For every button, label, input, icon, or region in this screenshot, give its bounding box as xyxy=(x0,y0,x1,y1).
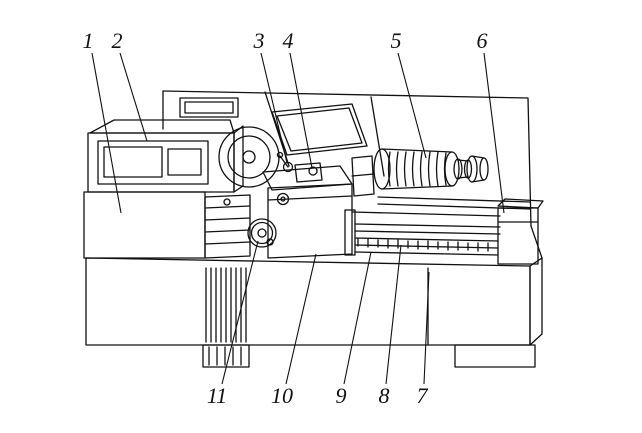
carriage-assembly xyxy=(262,151,353,259)
leader-1 xyxy=(91,52,122,214)
callout-10: 10 xyxy=(271,383,293,408)
leader-4 xyxy=(289,52,313,169)
leader-10 xyxy=(285,253,317,385)
callout-1: 1 xyxy=(82,28,94,53)
callout-3: 3 xyxy=(253,28,265,53)
feed-gearbox xyxy=(204,194,251,259)
lathe-machine-outline xyxy=(83,90,544,368)
leader-9 xyxy=(343,251,372,385)
bed-and-leadscrew xyxy=(344,196,531,256)
callout-5: 5 xyxy=(390,28,402,53)
base-and-cabinets xyxy=(83,191,543,368)
callout-2: 2 xyxy=(111,28,123,53)
leader-lines xyxy=(91,52,505,385)
headstock xyxy=(87,119,244,193)
callout-11: 11 xyxy=(206,383,228,408)
leader-7 xyxy=(423,271,430,385)
callout-4: 4 xyxy=(282,28,294,53)
chuck xyxy=(218,126,280,188)
leader-11 xyxy=(221,240,259,385)
callout-6: 6 xyxy=(476,28,488,53)
workpiece-and-center xyxy=(373,148,489,190)
leader-8 xyxy=(385,244,402,385)
leader-5 xyxy=(397,52,427,159)
apron-handwheel xyxy=(247,218,277,248)
leader-3 xyxy=(260,52,288,164)
callout-8: 8 xyxy=(378,383,390,408)
leader-2 xyxy=(119,52,148,142)
leader-6 xyxy=(483,52,505,214)
callout-7: 7 xyxy=(416,383,428,408)
drive-dog xyxy=(351,155,375,197)
callout-9: 9 xyxy=(335,383,347,408)
